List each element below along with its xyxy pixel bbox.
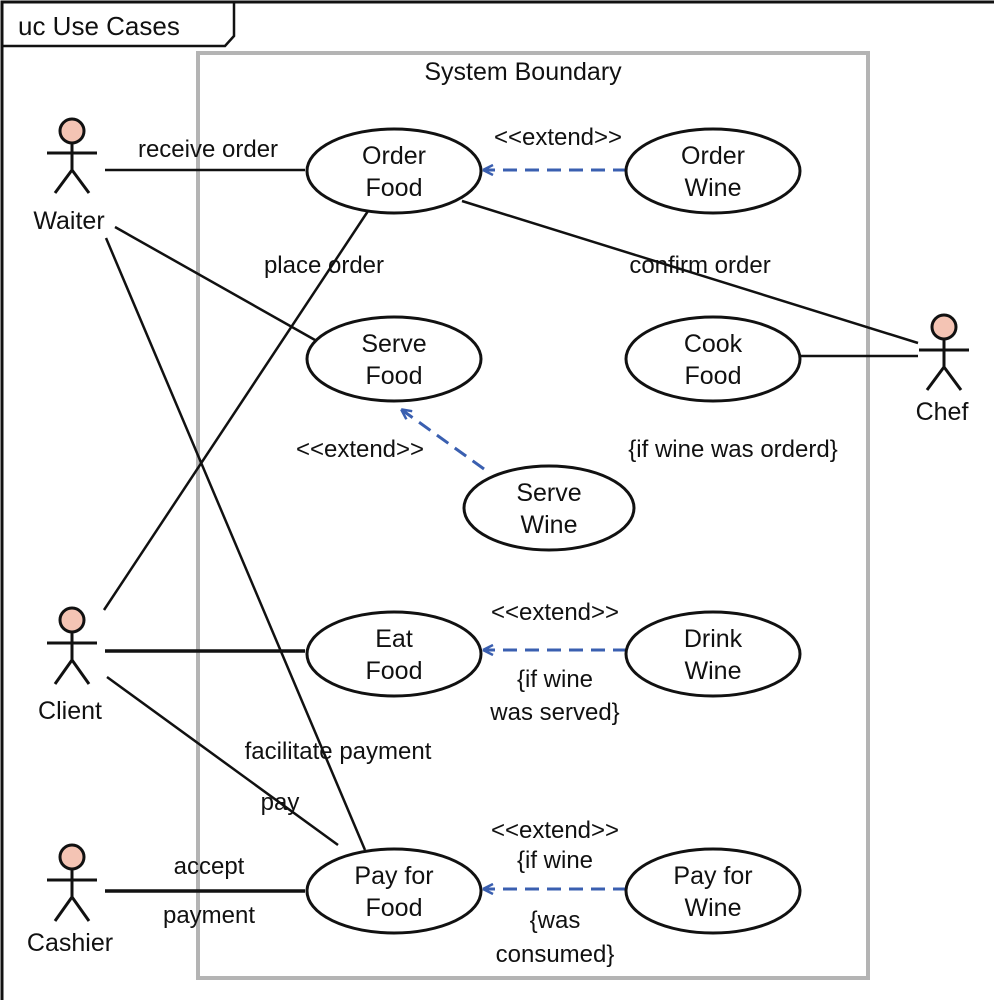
actor-client: Client <box>38 606 102 725</box>
label-condition-pay-wine-3: consumed} <box>496 941 615 968</box>
stick-figure-icon <box>919 313 969 391</box>
use-case-order-food: Order Food <box>305 127 483 215</box>
actor-chef: Chef <box>916 313 969 426</box>
waiter-serve-food-line <box>114 225 316 342</box>
associations <box>102 168 919 893</box>
frame-title: uc Use Cases <box>18 11 180 41</box>
use-case-drink-wine: Drink Wine <box>624 610 802 698</box>
extend-labels: <<extend>> <<extend>> {if wine was order… <box>296 124 838 968</box>
label-condition-drink-wine-1: {if wine <box>517 666 593 693</box>
use-case-pay-for-food-line2: Food <box>366 894 423 922</box>
use-case-serve-food-line1: Serve <box>361 330 426 358</box>
label-confirm-order: confirm order <box>629 252 770 279</box>
label-extend-serve-wine: <<extend>> <box>296 436 424 463</box>
use-case-pay-for-wine-line2: Wine <box>685 894 742 922</box>
label-place-order: place order <box>264 252 384 279</box>
label-extend-drink-wine: <<extend>> <box>491 599 619 626</box>
use-case-pay-for-food: Pay for Food <box>305 847 483 935</box>
actor-waiter: Waiter <box>33 117 105 235</box>
extend-dependencies <box>402 170 627 889</box>
use-case-pay-for-food-line1: Pay for <box>354 862 433 890</box>
frame-title-tab <box>2 2 236 48</box>
stick-figure-icon <box>47 117 97 194</box>
actor-client-name: Client <box>38 697 102 725</box>
waiter-pay-food-line <box>104 237 367 851</box>
label-receive-order: receive order <box>138 136 278 163</box>
use-case-order-wine-line1: Order <box>681 142 745 170</box>
label-condition-serve-wine: {if wine was orderd} <box>628 436 837 463</box>
association-labels: receive order place order confirm order … <box>138 136 771 929</box>
use-case-cook-food-line1: Cook <box>684 330 743 358</box>
use-case-pay-for-wine-line1: Pay for <box>673 862 752 890</box>
label-extend-order-wine: <<extend>> <box>494 124 622 151</box>
label-accept: accept <box>174 853 245 880</box>
label-condition-pay-wine-1: {if wine <box>517 847 593 874</box>
client-pay-food-line <box>106 675 339 847</box>
use-case-eat-food-line2: Food <box>366 657 423 685</box>
actor-waiter-name: Waiter <box>33 207 104 235</box>
actor-cashier: Cashier <box>27 843 113 957</box>
use-case-drink-wine-line1: Drink <box>684 625 743 653</box>
use-case-drink-wine-line2: Wine <box>685 657 742 685</box>
use-case-serve-food: Serve Food <box>305 315 483 403</box>
system-boundary-label: System Boundary <box>424 58 622 86</box>
actor-chef-name: Chef <box>916 398 969 426</box>
use-case-cook-food-line2: Food <box>685 362 742 390</box>
use-case-order-wine-line2: Wine <box>685 174 742 202</box>
stick-figure-icon <box>47 606 97 685</box>
label-condition-drink-wine-2: was served} <box>489 699 619 726</box>
extend-serve-wine-arrow <box>402 410 485 471</box>
label-payment: payment <box>163 902 255 929</box>
chef-order-food-line <box>461 199 919 345</box>
use-case-cook-food: Cook Food <box>624 315 802 403</box>
label-condition-pay-wine-2: {was <box>530 907 581 934</box>
label-extend-pay-wine: <<extend>> <box>491 817 619 844</box>
system-boundary <box>196 51 870 980</box>
use-case-order-food-line2: Food <box>366 174 423 202</box>
use-case-eat-food-line1: Eat <box>375 625 413 653</box>
use-case-serve-food-line2: Food <box>366 362 423 390</box>
use-case-serve-wine-line1: Serve <box>516 479 581 507</box>
stick-figure-icon <box>47 843 97 922</box>
use-case-order-wine: Order Wine <box>624 127 802 215</box>
label-facilitate-payment: facilitate payment <box>245 738 432 765</box>
use-case-serve-wine-line2: Wine <box>521 511 578 539</box>
use-case-eat-food: Eat Food <box>305 610 483 698</box>
use-case-pay-for-wine: Pay for Wine <box>624 847 802 935</box>
client-order-food-line <box>102 204 374 611</box>
actor-cashier-name: Cashier <box>27 929 113 957</box>
use-case-serve-wine: Serve Wine <box>462 464 636 552</box>
use-case-order-food-line1: Order <box>362 142 426 170</box>
label-pay: pay <box>261 789 300 816</box>
